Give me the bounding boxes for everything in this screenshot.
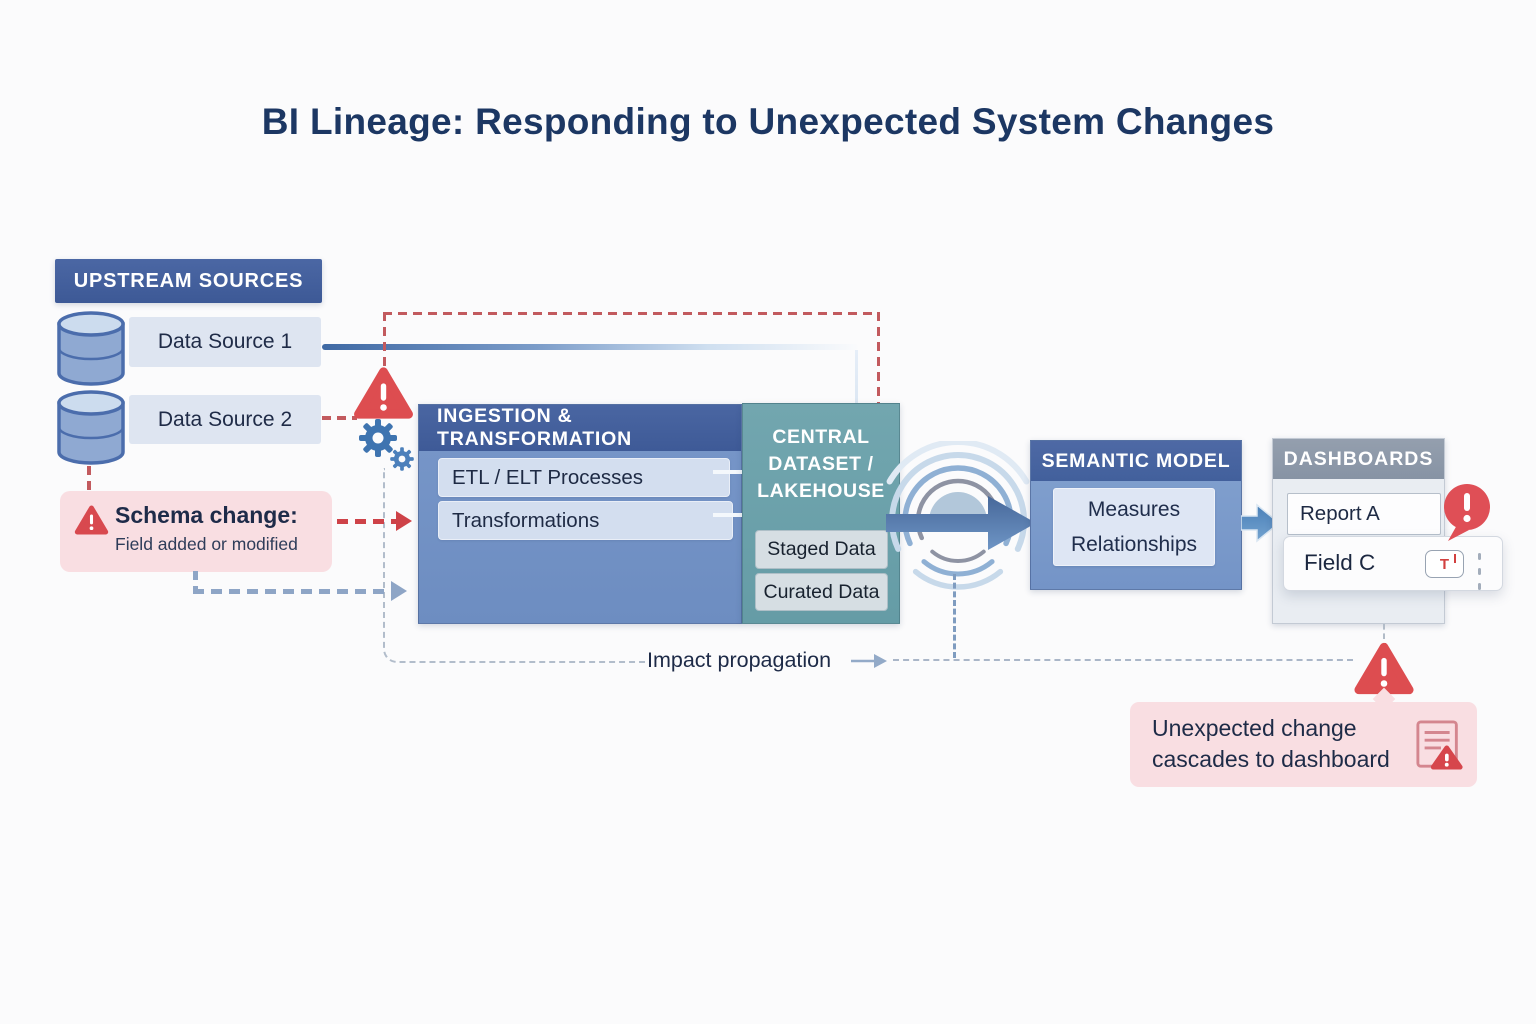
central-header-line2: DATASET / bbox=[768, 453, 874, 475]
lineage-flow-line bbox=[322, 344, 858, 350]
data-source-2: Data Source 2 bbox=[129, 395, 321, 444]
central-header-line3: LAKEHOUSE bbox=[757, 480, 885, 502]
central-dataset-box: CENTRAL DATASET / LAKEHOUSE Staged Data … bbox=[742, 403, 900, 624]
transformations-label: Transformations bbox=[452, 508, 600, 532]
warning-triangle-icon bbox=[74, 505, 109, 535]
schema-elbow-horizontal bbox=[193, 589, 392, 594]
semantic-model-header-label: SEMANTIC MODEL bbox=[1041, 449, 1231, 472]
dashboards-header-label: DASHBOARDS bbox=[1283, 447, 1434, 470]
report-a-label: Report A bbox=[1300, 502, 1380, 525]
field-c-label: Field C bbox=[1304, 550, 1376, 575]
schema-callout-connector bbox=[87, 466, 91, 491]
staged-data-item: Staged Data bbox=[755, 530, 888, 569]
database-cylinder-icon bbox=[57, 390, 125, 465]
curated-data-label: Curated Data bbox=[763, 580, 880, 603]
schema-elbow-vertical bbox=[193, 571, 198, 590]
data-source-1: Data Source 1 bbox=[129, 317, 321, 367]
text-field-type-badge-glyph: T bbox=[1439, 555, 1450, 573]
semantic-model-header: SEMANTIC MODEL bbox=[1031, 441, 1241, 481]
measures-relationships-item: Measures Relationships bbox=[1053, 488, 1215, 566]
dashboard-alert-connector-gray bbox=[1383, 624, 1385, 639]
impact-propagation-elbow-left bbox=[383, 468, 647, 663]
text-field-type-badge-mark bbox=[1454, 554, 1456, 563]
etl-processes-item: ETL / ELT Processes bbox=[438, 458, 730, 497]
transform-to-central-connector bbox=[713, 513, 743, 517]
lineage-flow-line-drop bbox=[855, 350, 858, 403]
alert-bubble-icon bbox=[1444, 484, 1490, 541]
schema-alert-route-top bbox=[383, 312, 880, 315]
schema-elbow-arrowhead bbox=[391, 581, 407, 601]
data-source-1-label: Data Source 1 bbox=[157, 330, 293, 353]
upstream-sources-header: UPSTREAM SOURCES bbox=[55, 259, 322, 303]
impact-propagation-line-right bbox=[893, 659, 1353, 661]
gears-icon bbox=[359, 419, 414, 471]
impact-propagation-arrow-icon bbox=[851, 654, 887, 668]
central-dataset-header: CENTRAL DATASET / LAKEHOUSE bbox=[743, 424, 899, 505]
cascade-note-line1: Unexpected change bbox=[1152, 715, 1357, 741]
source2-alert-connector bbox=[322, 416, 357, 420]
upstream-sources-header-label: UPSTREAM SOURCES bbox=[73, 269, 304, 292]
staged-data-label: Staged Data bbox=[767, 538, 876, 560]
dashboards-box: DASHBOARDS Report A bbox=[1272, 438, 1445, 624]
measures-label: Measures bbox=[1087, 498, 1181, 521]
curated-data-item: Curated Data bbox=[755, 573, 888, 611]
central-header-line1: CENTRAL bbox=[772, 426, 870, 448]
dashboards-header: DASHBOARDS bbox=[1273, 439, 1444, 479]
page-title: BI Lineage: Responding to Unexpected Sys… bbox=[261, 101, 1275, 142]
text-field-type-badge-icon: T bbox=[1425, 550, 1464, 578]
schema-change-detail: Field added or modified bbox=[115, 534, 298, 554]
schema-change-callout: Schema change: Field added or modified bbox=[60, 491, 332, 572]
relationships-label: Relationships bbox=[1070, 533, 1198, 556]
field-c-row: Field C T bbox=[1283, 536, 1503, 591]
data-source-2-label: Data Source 2 bbox=[157, 407, 293, 431]
semantic-to-dashboards-arrow bbox=[1241, 503, 1281, 543]
ingestion-header-label: INGESTION & TRANSFORMATION bbox=[437, 405, 632, 450]
etl-processes-label: ETL / ELT Processes bbox=[452, 465, 644, 489]
warning-triangle-icon bbox=[354, 367, 413, 419]
etl-to-central-connector bbox=[713, 470, 743, 474]
central-to-semantic-arrow bbox=[886, 496, 1036, 550]
ingestion-header: INGESTION & TRANSFORMATION bbox=[419, 405, 741, 451]
ripple-to-impact-connector bbox=[953, 574, 956, 658]
cascade-note: Unexpected change cascades to dashboard bbox=[1130, 702, 1477, 787]
transformations-item: Transformations bbox=[438, 501, 733, 540]
ellipsis-icon bbox=[1478, 549, 1481, 594]
impact-propagation-label: Impact propagation bbox=[647, 648, 832, 672]
schema-alert-route-left bbox=[383, 312, 386, 367]
report-a-row: Report A bbox=[1287, 493, 1441, 535]
ingestion-box: INGESTION & TRANSFORMATION ETL / ELT Pro… bbox=[418, 404, 742, 624]
schema-change-heading: Schema change: bbox=[115, 502, 298, 528]
schema-to-ingestion-arrow-line bbox=[337, 519, 397, 524]
semantic-model-box: SEMANTIC MODEL Measures Relationships bbox=[1030, 440, 1242, 590]
schema-alert-route-right bbox=[877, 312, 880, 404]
schema-to-ingestion-arrowhead bbox=[396, 511, 412, 531]
document-alert-icon bbox=[1416, 720, 1463, 770]
cascade-note-line2: cascades to dashboard bbox=[1152, 746, 1390, 772]
database-cylinder-icon bbox=[57, 311, 125, 386]
